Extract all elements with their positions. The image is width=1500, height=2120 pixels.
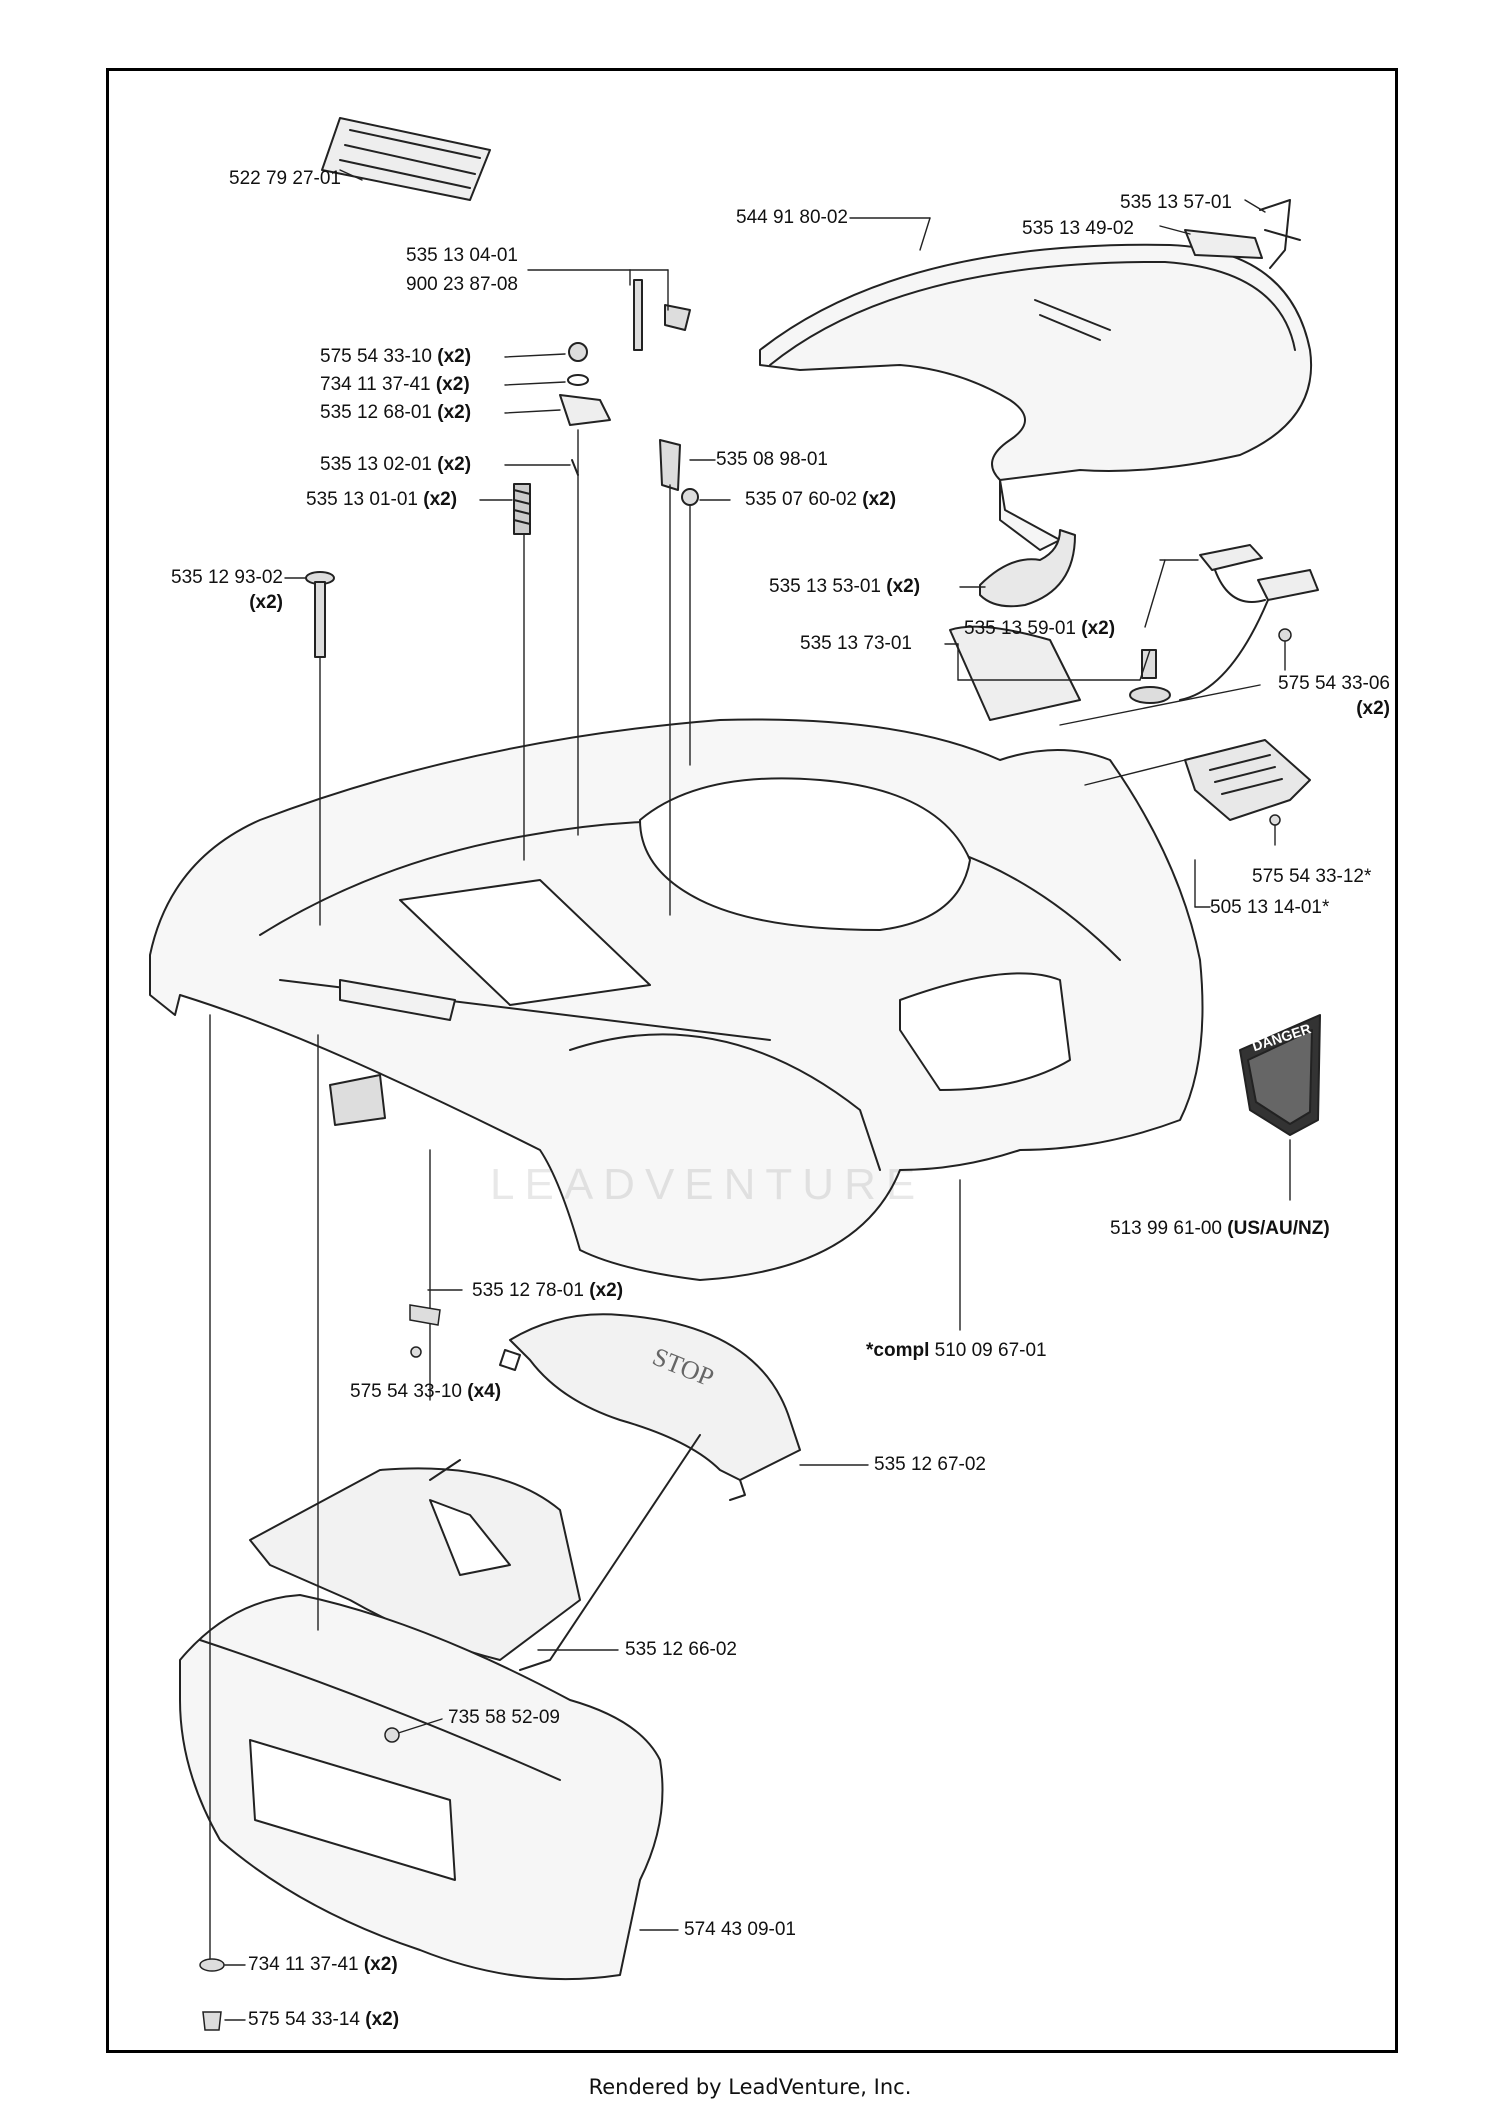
- part-label-535-12-67-02: 535 12 67-02: [874, 1454, 986, 1475]
- fastener-parts: [305, 279, 699, 658]
- part-label-535-13-04-01: 535 13 04-01: [406, 245, 518, 266]
- footer-credit: Rendered by LeadVenture, Inc.: [588, 2075, 912, 2099]
- part-label-575-54-33-12: 575 54 33-12*: [1252, 866, 1372, 887]
- part-label-535-13-73-01: 535 13 73-01: [800, 633, 912, 654]
- top-lid-part: [759, 243, 1313, 551]
- rear-cover-part: [249, 1434, 701, 1671]
- part-label-535-13-02-01: 535 13 02-01 (x2): [320, 454, 472, 475]
- part-label-535-12-93-02: 535 12 93-02: [171, 567, 283, 588]
- part-label-535-12-66-02: 535 12 66-02: [625, 1639, 737, 1660]
- part-label-535-12-68-01: 535 12 68-01 (x2): [320, 402, 472, 423]
- part-label-535-13-59-01: 535 13 59-01 (x2): [964, 618, 1116, 639]
- part-label-535-08-98-01: 535 08 98-01: [716, 449, 828, 470]
- part-label-574-43-09-01: 574 43 09-01: [684, 1919, 796, 1940]
- danger-decal-part: [1239, 1014, 1321, 1136]
- part-label-575-54-33-14: 575 54 33-14 (x2): [248, 2009, 400, 2030]
- warning-sticker-part: [321, 117, 491, 201]
- part-label-510-09-67-01: *compl 510 09 67-01: [866, 1340, 1047, 1361]
- part-label-535-12-78-01: 535 12 78-01 (x2): [472, 1280, 624, 1301]
- front-bumper-part: [179, 1594, 664, 1981]
- part-label-900-23-87-08: 900 23 87-08: [406, 274, 518, 295]
- part-label-535-13-01-01: 535 13 01-01 (x2): [306, 489, 458, 510]
- part-label-522-79-27-01: 522 79 27-01: [229, 168, 341, 189]
- part-label-535-12-93-02-qty: (x2): [249, 592, 283, 613]
- part-label-505-13-14-01: 505 13 14-01*: [1210, 897, 1330, 918]
- main-body-shell-part: [149, 625, 1204, 1281]
- part-label-575-54-33-06: 575 54 33-06: [1278, 673, 1390, 694]
- stop-cover-part: [499, 1313, 801, 1501]
- watermark: LEADVENTURE: [490, 1160, 926, 1209]
- part-label-734-11-37-41-bottom: 734 11 37-41 (x2): [248, 1954, 398, 1975]
- clip-part: [979, 529, 1076, 608]
- diagram-frame: [106, 68, 1398, 2053]
- part-label-734-11-37-41: 734 11 37-41 (x2): [320, 374, 470, 395]
- sensor-cable-part: [1129, 544, 1319, 704]
- part-label-575-54-33-10: 575 54 33-10 (x2): [320, 346, 472, 367]
- leader-lines: [209, 169, 1291, 2021]
- part-label-513-99-61-00: 513 99 61-00 (US/AU/NZ): [1110, 1218, 1330, 1239]
- part-label-535-13-53-01: 535 13 53-01 (x2): [769, 576, 921, 597]
- part-label-535-07-60-02: 535 07 60-02 (x2): [745, 489, 897, 510]
- part-label-575-54-33-06-qty: (x2): [1356, 698, 1390, 719]
- keypad-part: [1184, 739, 1311, 821]
- part-label-535-13-57-01: 535 13 57-01: [1120, 192, 1232, 213]
- part-label-575-54-33-10-x4: 575 54 33-10 (x4): [350, 1381, 502, 1402]
- part-label-544-91-80-02: 544 91 80-02: [736, 207, 848, 228]
- lid-hinge-part: [1184, 199, 1301, 269]
- part-label-535-13-49-02: 535 13 49-02: [1022, 218, 1134, 239]
- part-label-735-58-52-09: 735 58 52-09: [448, 1707, 560, 1728]
